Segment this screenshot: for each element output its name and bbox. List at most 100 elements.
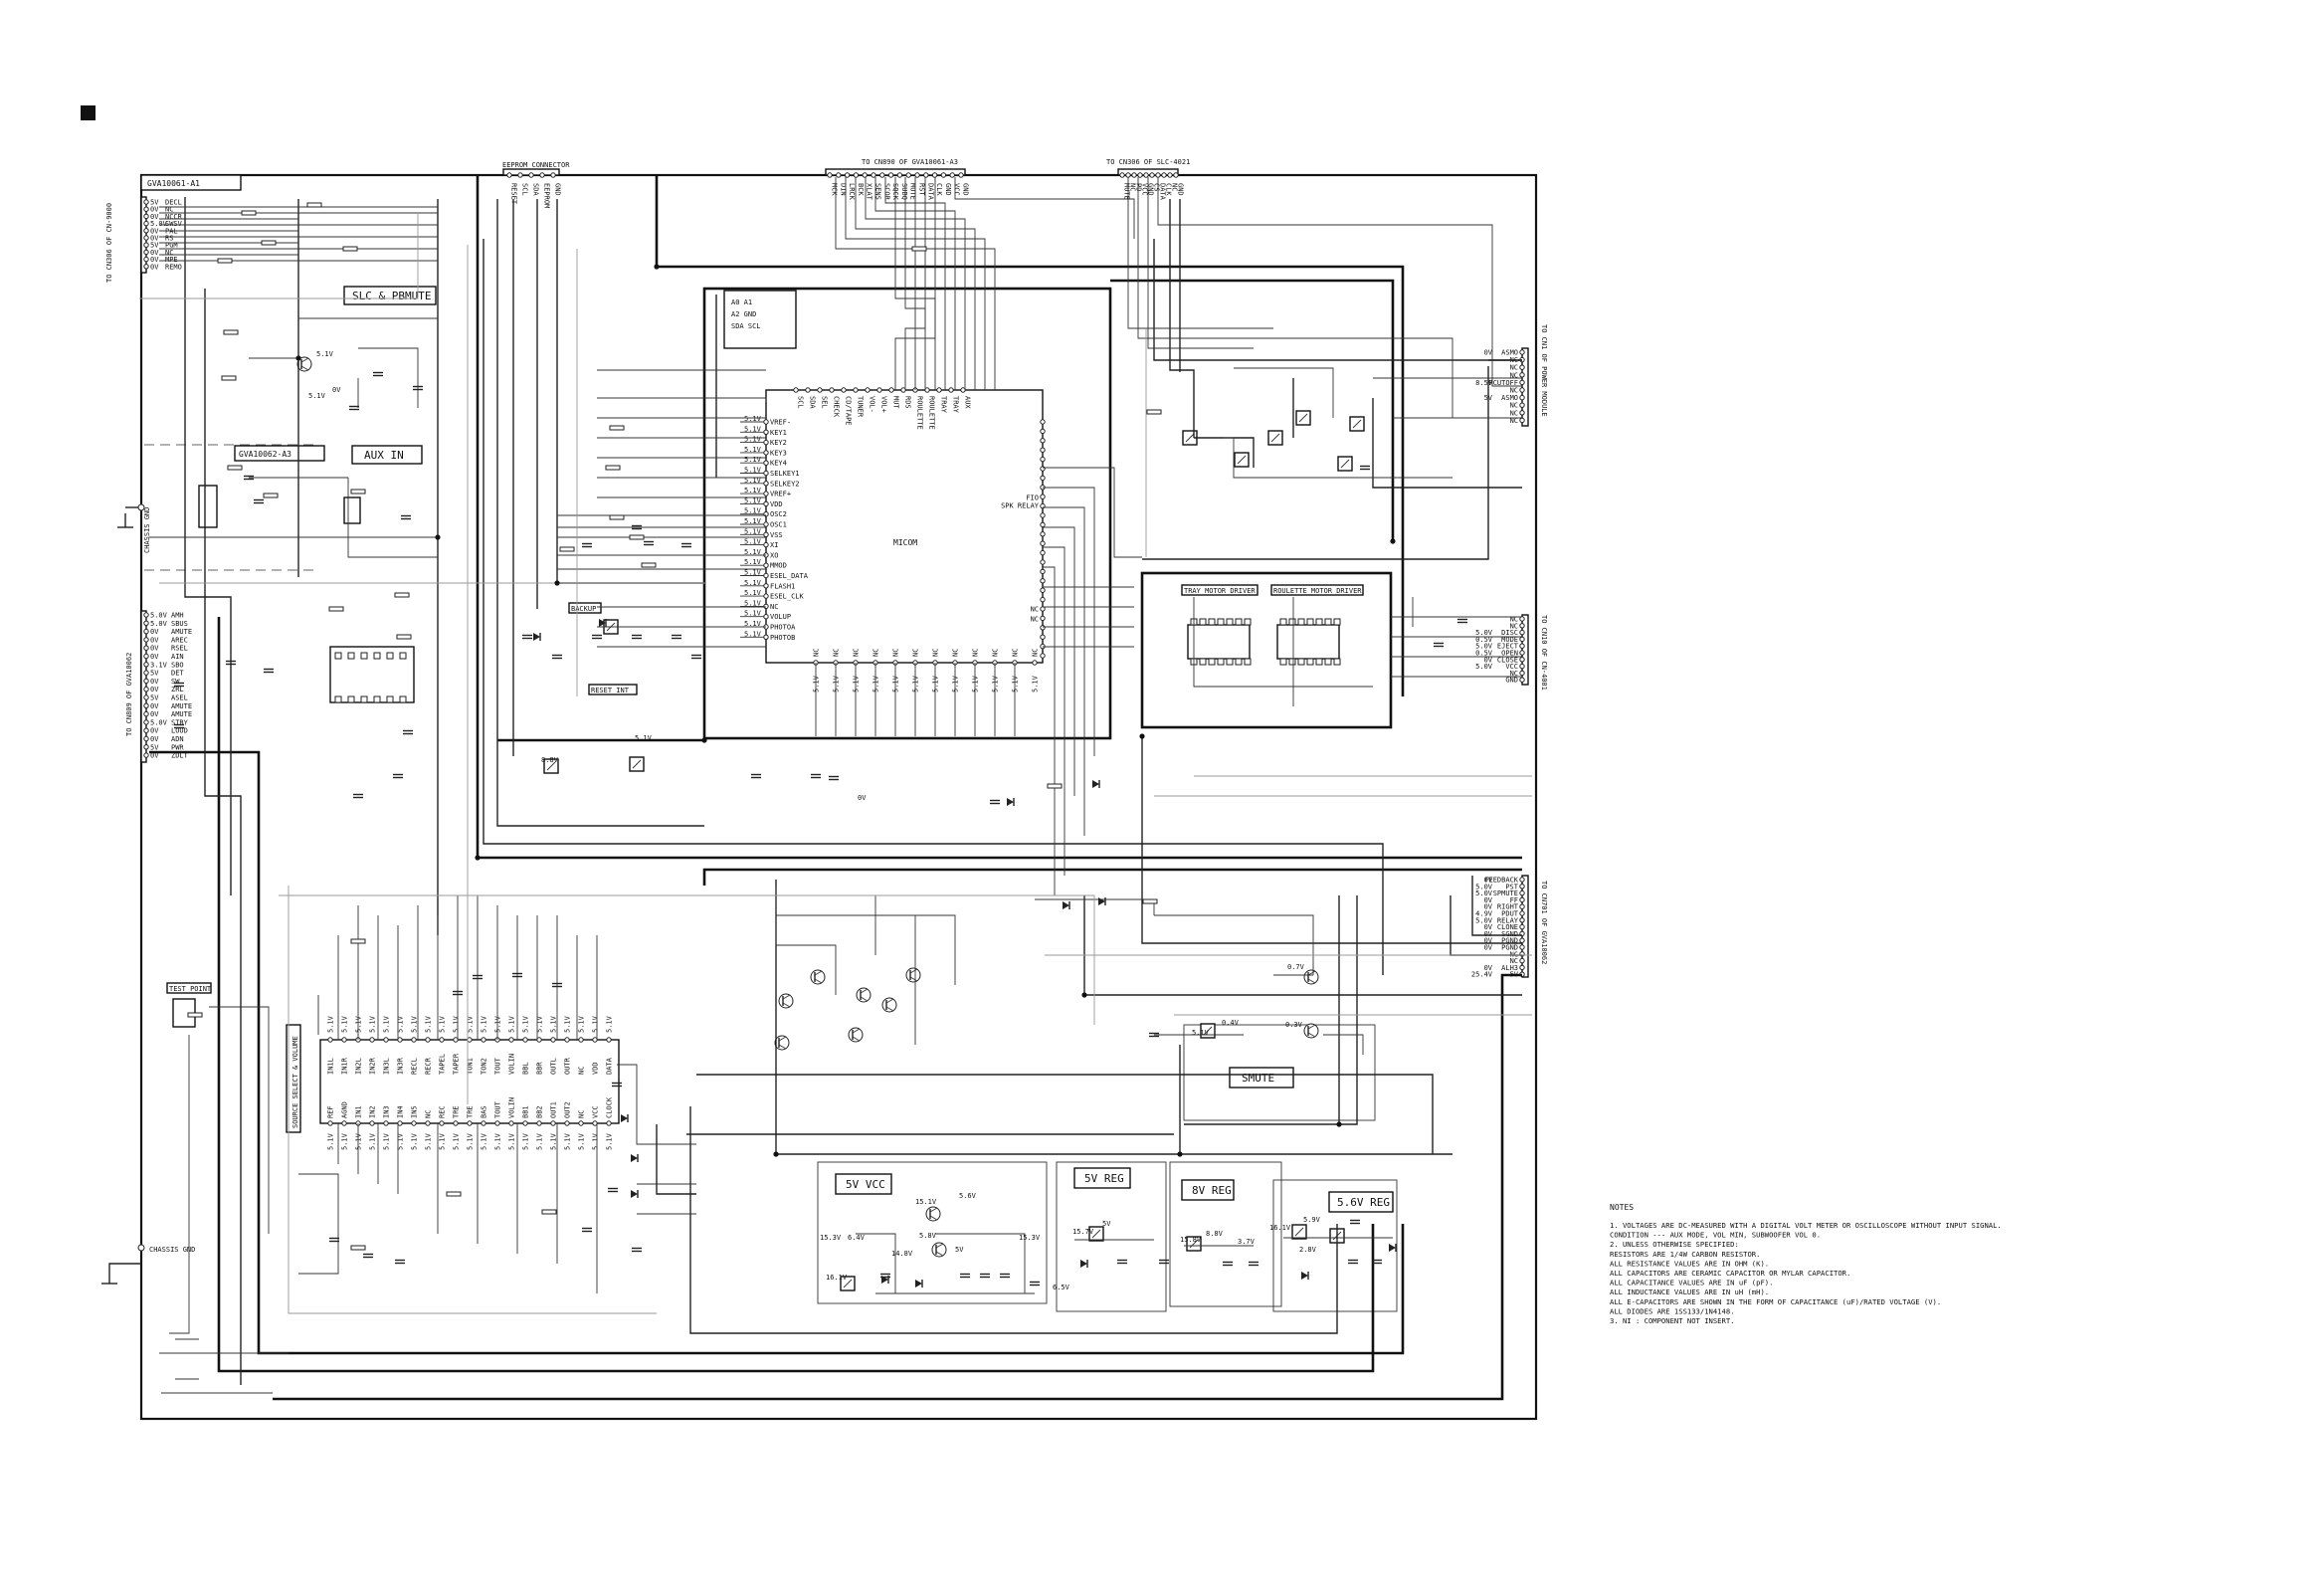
pin-label: ROULETTE	[928, 396, 936, 430]
pin-terminal	[1040, 625, 1046, 631]
pin-label: 0V	[150, 686, 159, 693]
note-line: ALL CAPACITORS ARE CERAMIC CAPACITOR OR …	[1610, 1269, 1850, 1278]
pin-terminal	[763, 614, 769, 620]
pin-terminal	[763, 572, 769, 579]
pin-label: 5.1V	[536, 1015, 544, 1033]
pin-terminal	[143, 678, 149, 685]
pin-label: TRAY	[940, 396, 948, 414]
pin-label: 5.1V	[744, 496, 762, 504]
pin-label: AGND	[341, 1101, 349, 1118]
pin-terminal	[143, 612, 149, 618]
capacitor	[1149, 1032, 1159, 1038]
pin-terminal	[887, 172, 894, 178]
pin-label: SPMUTE	[1493, 890, 1518, 897]
capacitor	[244, 475, 254, 481]
resistor	[261, 240, 277, 246]
resistor	[350, 489, 366, 495]
pin-terminal	[905, 172, 911, 178]
pin-terminal	[1040, 447, 1046, 453]
pin-label: 5.1V	[383, 1132, 391, 1150]
ic-pin	[1226, 618, 1234, 626]
pin-terminal	[1519, 349, 1525, 355]
pin-terminal	[1119, 172, 1125, 178]
transistor-symbol	[1303, 969, 1319, 985]
pin-label: VSS	[770, 531, 783, 539]
pin-terminal	[592, 1037, 598, 1043]
pin-label: VOL+	[880, 396, 888, 413]
pin-label: 5.1V	[872, 675, 880, 693]
pin-label: KEY3	[770, 449, 787, 457]
capacitor	[174, 723, 184, 729]
pin-terminal	[862, 172, 868, 178]
pin-label: IN2R	[369, 1057, 377, 1075]
roulette-motor-driver: ROULETTE MOTOR DRIVER	[1270, 584, 1364, 666]
pin-label: 5.1V	[932, 675, 940, 693]
note-line: RESISTORS ARE 1/4W CARBON RESISTOR.	[1610, 1250, 1760, 1259]
pin-terminal	[143, 687, 149, 693]
resistor	[350, 1245, 366, 1251]
pin-label: MODE	[1501, 636, 1518, 644]
resistor	[187, 1012, 203, 1018]
pin-label: 5.1V	[550, 1015, 558, 1033]
pin-label: ESEL_DATA	[770, 572, 809, 580]
resistor	[306, 202, 322, 208]
pin-terminal	[1143, 172, 1149, 178]
pin-label: 0V	[150, 735, 159, 743]
test-point-block: TEST POINT	[166, 982, 212, 1028]
pin-terminal	[888, 387, 894, 393]
pin-label: FF	[1510, 896, 1518, 904]
pin-label: LOUD	[171, 727, 188, 735]
pin-terminal	[143, 727, 149, 733]
pin-terminal	[1519, 394, 1525, 401]
pin-label: 5.1V	[592, 1132, 600, 1150]
capacitor	[672, 634, 681, 640]
diode	[1098, 897, 1106, 905]
chassis-gnd-top: CHASSIS GND	[117, 503, 151, 553]
pin-label: CHECK	[833, 396, 841, 418]
pin-label: VREF-	[770, 419, 791, 427]
svg-text:TO CN809 OF GVA10062: TO CN809 OF GVA10062	[125, 653, 133, 736]
pin-label: TAPEL	[439, 1054, 447, 1075]
pin-label: 0V	[1484, 349, 1493, 357]
pin-label: 5.1V	[578, 1132, 586, 1150]
pin-label: 5.0V	[1475, 643, 1493, 651]
pin-terminal	[1040, 615, 1046, 622]
pin-terminal	[1519, 387, 1525, 393]
pin-terminal	[1519, 417, 1525, 424]
capacitor	[582, 1227, 592, 1233]
pin-terminal	[763, 470, 769, 477]
capacitor	[1350, 1219, 1360, 1225]
pin-terminal	[931, 172, 938, 178]
svg-text:5V: 5V	[1102, 1220, 1111, 1228]
pin-label: ZRL	[171, 686, 184, 693]
ic-pin	[360, 652, 368, 660]
pin-label: 5.1V	[411, 1015, 419, 1033]
ic-pin	[1333, 618, 1341, 626]
pin-terminal	[1161, 172, 1167, 178]
pin-label: 5V	[150, 743, 159, 751]
pin-terminal	[592, 1120, 598, 1126]
pin-label: 5.1V	[453, 1132, 461, 1150]
pin-terminal	[508, 1120, 514, 1126]
pin-terminal	[383, 1037, 389, 1043]
svg-text:SMUTE: SMUTE	[1242, 1072, 1274, 1085]
pin-terminal	[1040, 578, 1046, 584]
pin-label: NC	[1510, 402, 1518, 410]
pin-label: RECR	[425, 1057, 433, 1075]
svg-text:TEST POINT: TEST POINT	[169, 985, 212, 993]
svg-text:5.1V: 5.1V	[308, 392, 326, 400]
resistor	[559, 546, 575, 552]
pin-label: 5.1V	[397, 1015, 405, 1033]
pin-label: SELKEY2	[770, 480, 800, 488]
pin-terminal	[506, 172, 512, 178]
pin-terminal	[143, 213, 149, 220]
pin-label: 0.5V	[1475, 650, 1493, 658]
junction-dot	[654, 264, 660, 270]
svg-text:5.1V: 5.1V	[635, 734, 653, 742]
capacitor	[632, 634, 642, 640]
ic-symbol	[543, 758, 559, 774]
pin-label: 5.1V	[355, 1015, 363, 1033]
pin-label: VDD	[770, 500, 783, 508]
